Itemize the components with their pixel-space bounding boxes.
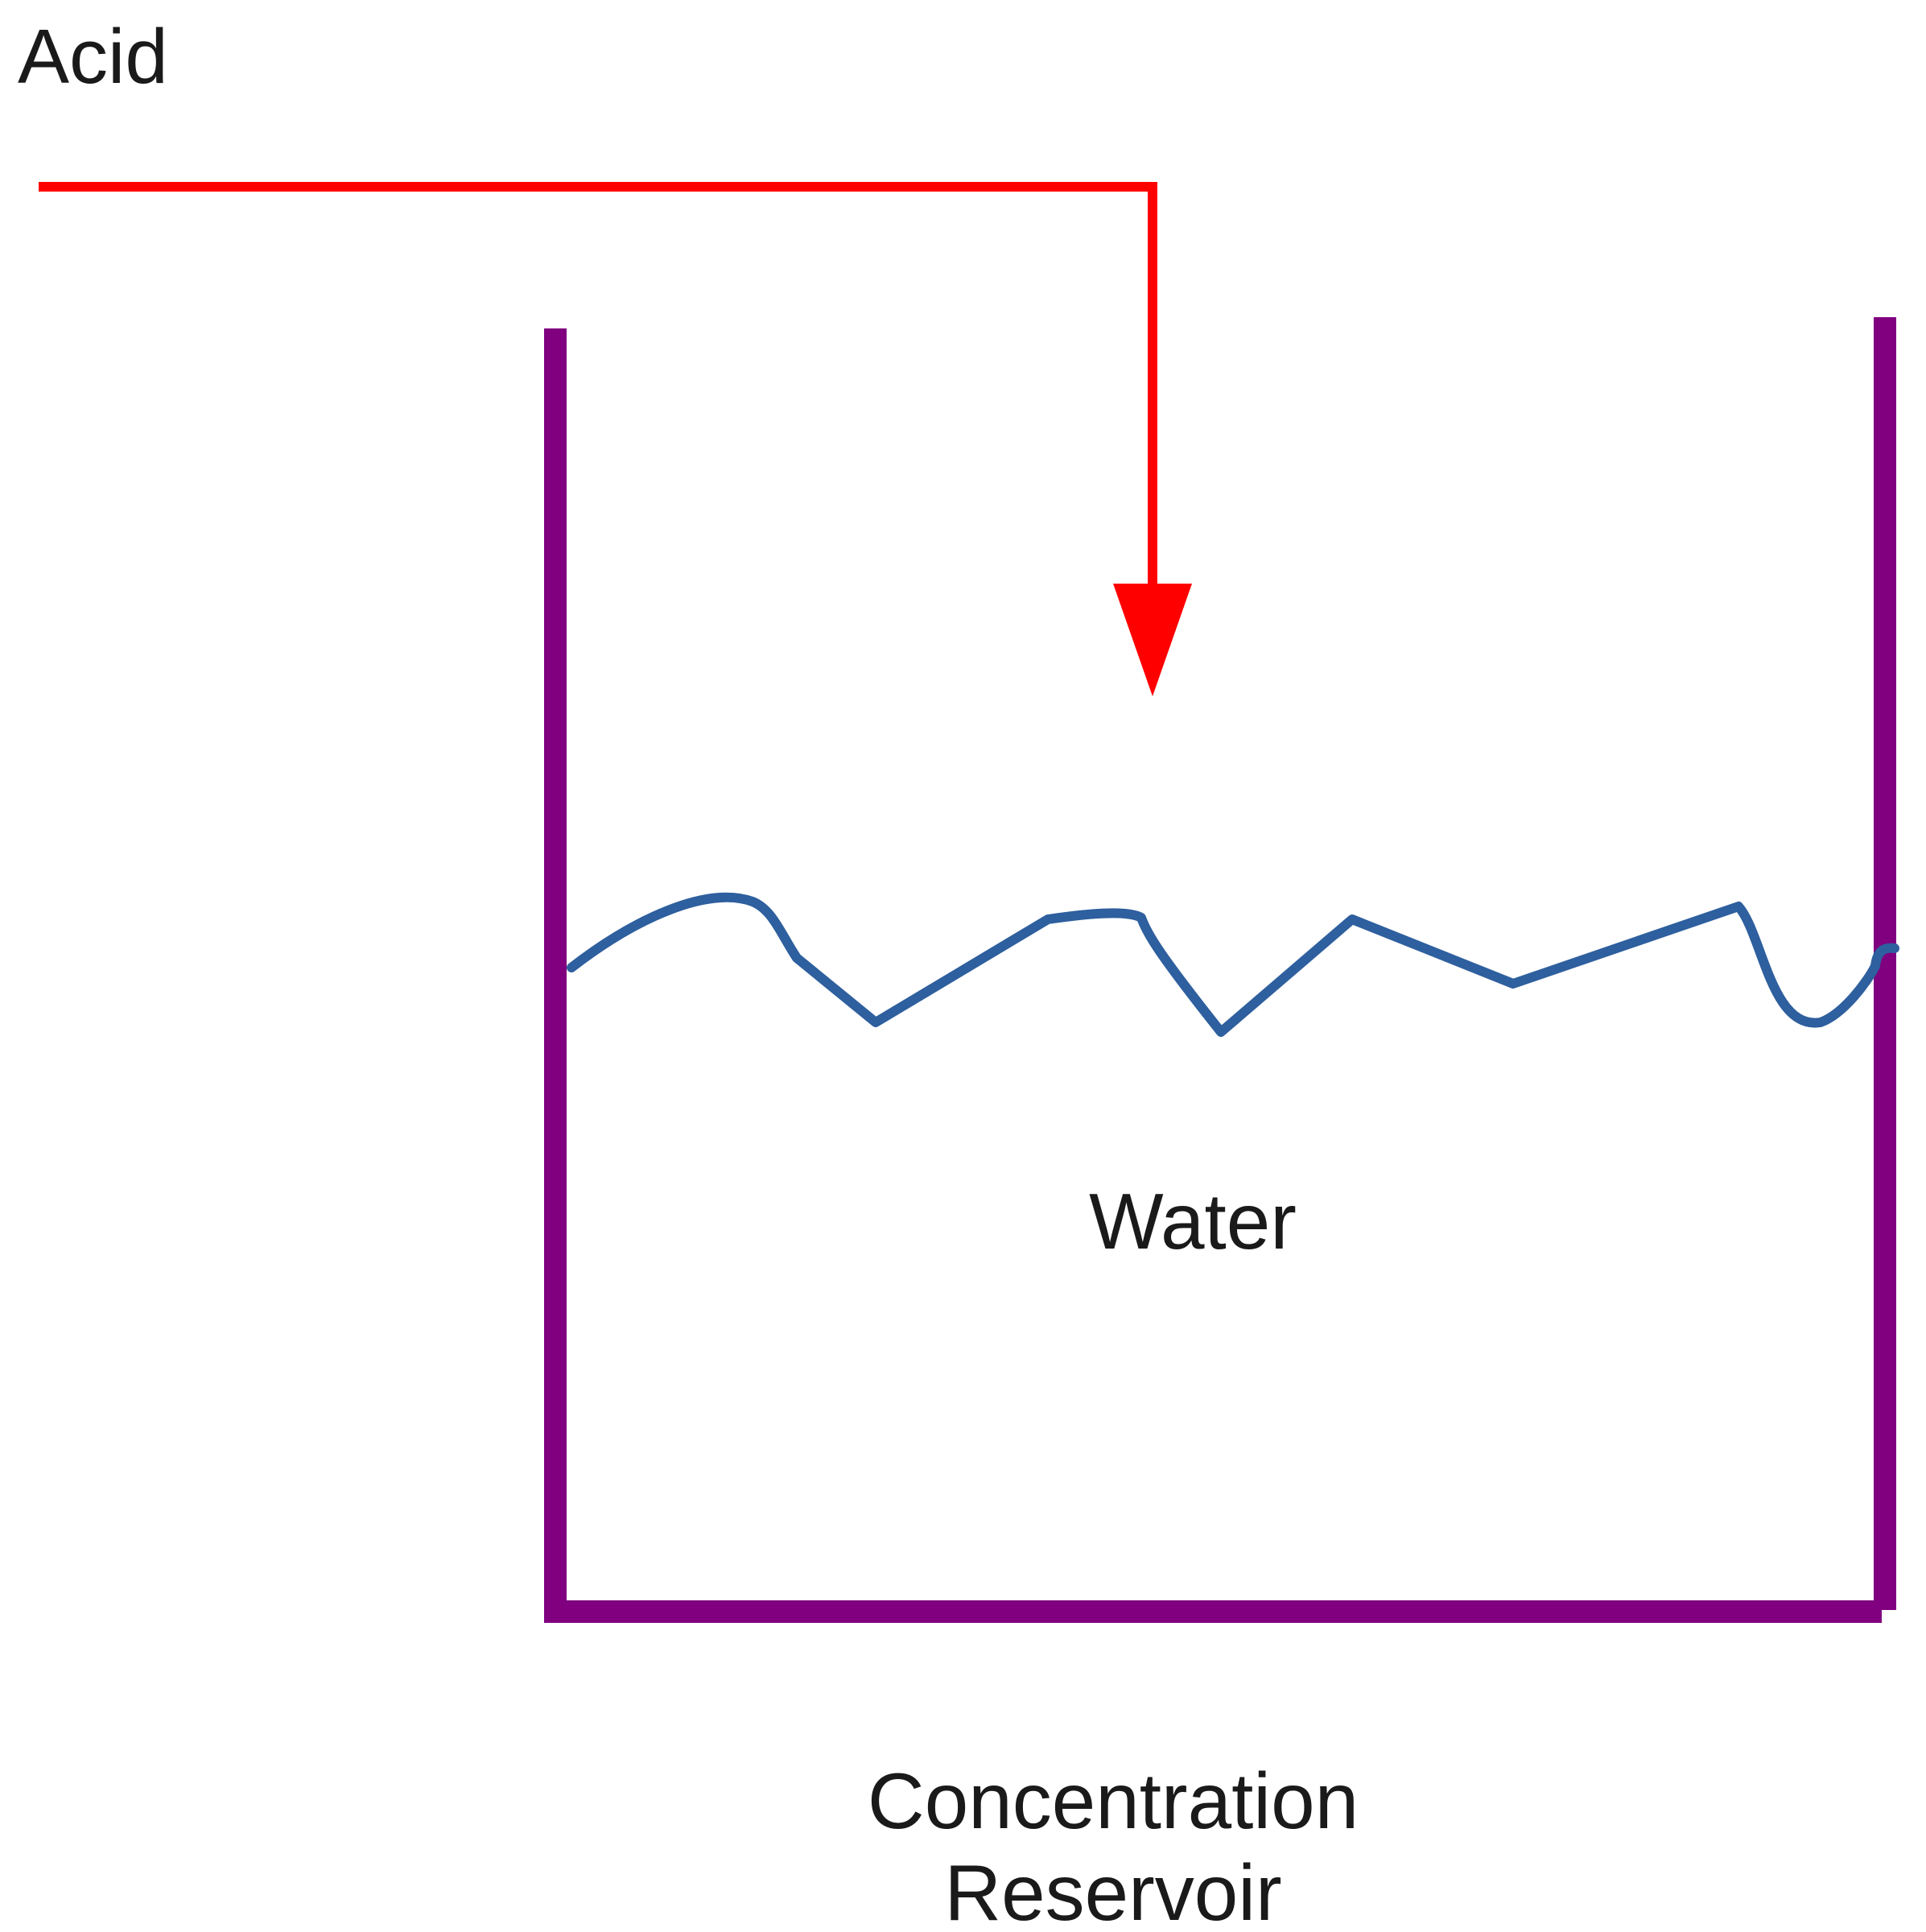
reservoir-label-line2: Reservoir <box>944 1848 1281 1932</box>
acid-label: Acid <box>18 14 168 100</box>
reservoir-container <box>544 317 1896 1623</box>
reservoir-label-line1: Concentration <box>868 1757 1359 1845</box>
acid-flow-arrow <box>39 182 1192 696</box>
water-surface-line <box>567 892 1899 1037</box>
water-label: Water <box>1089 1177 1297 1265</box>
acid-flow-line <box>39 182 1157 600</box>
acid-arrowhead <box>1113 584 1192 696</box>
